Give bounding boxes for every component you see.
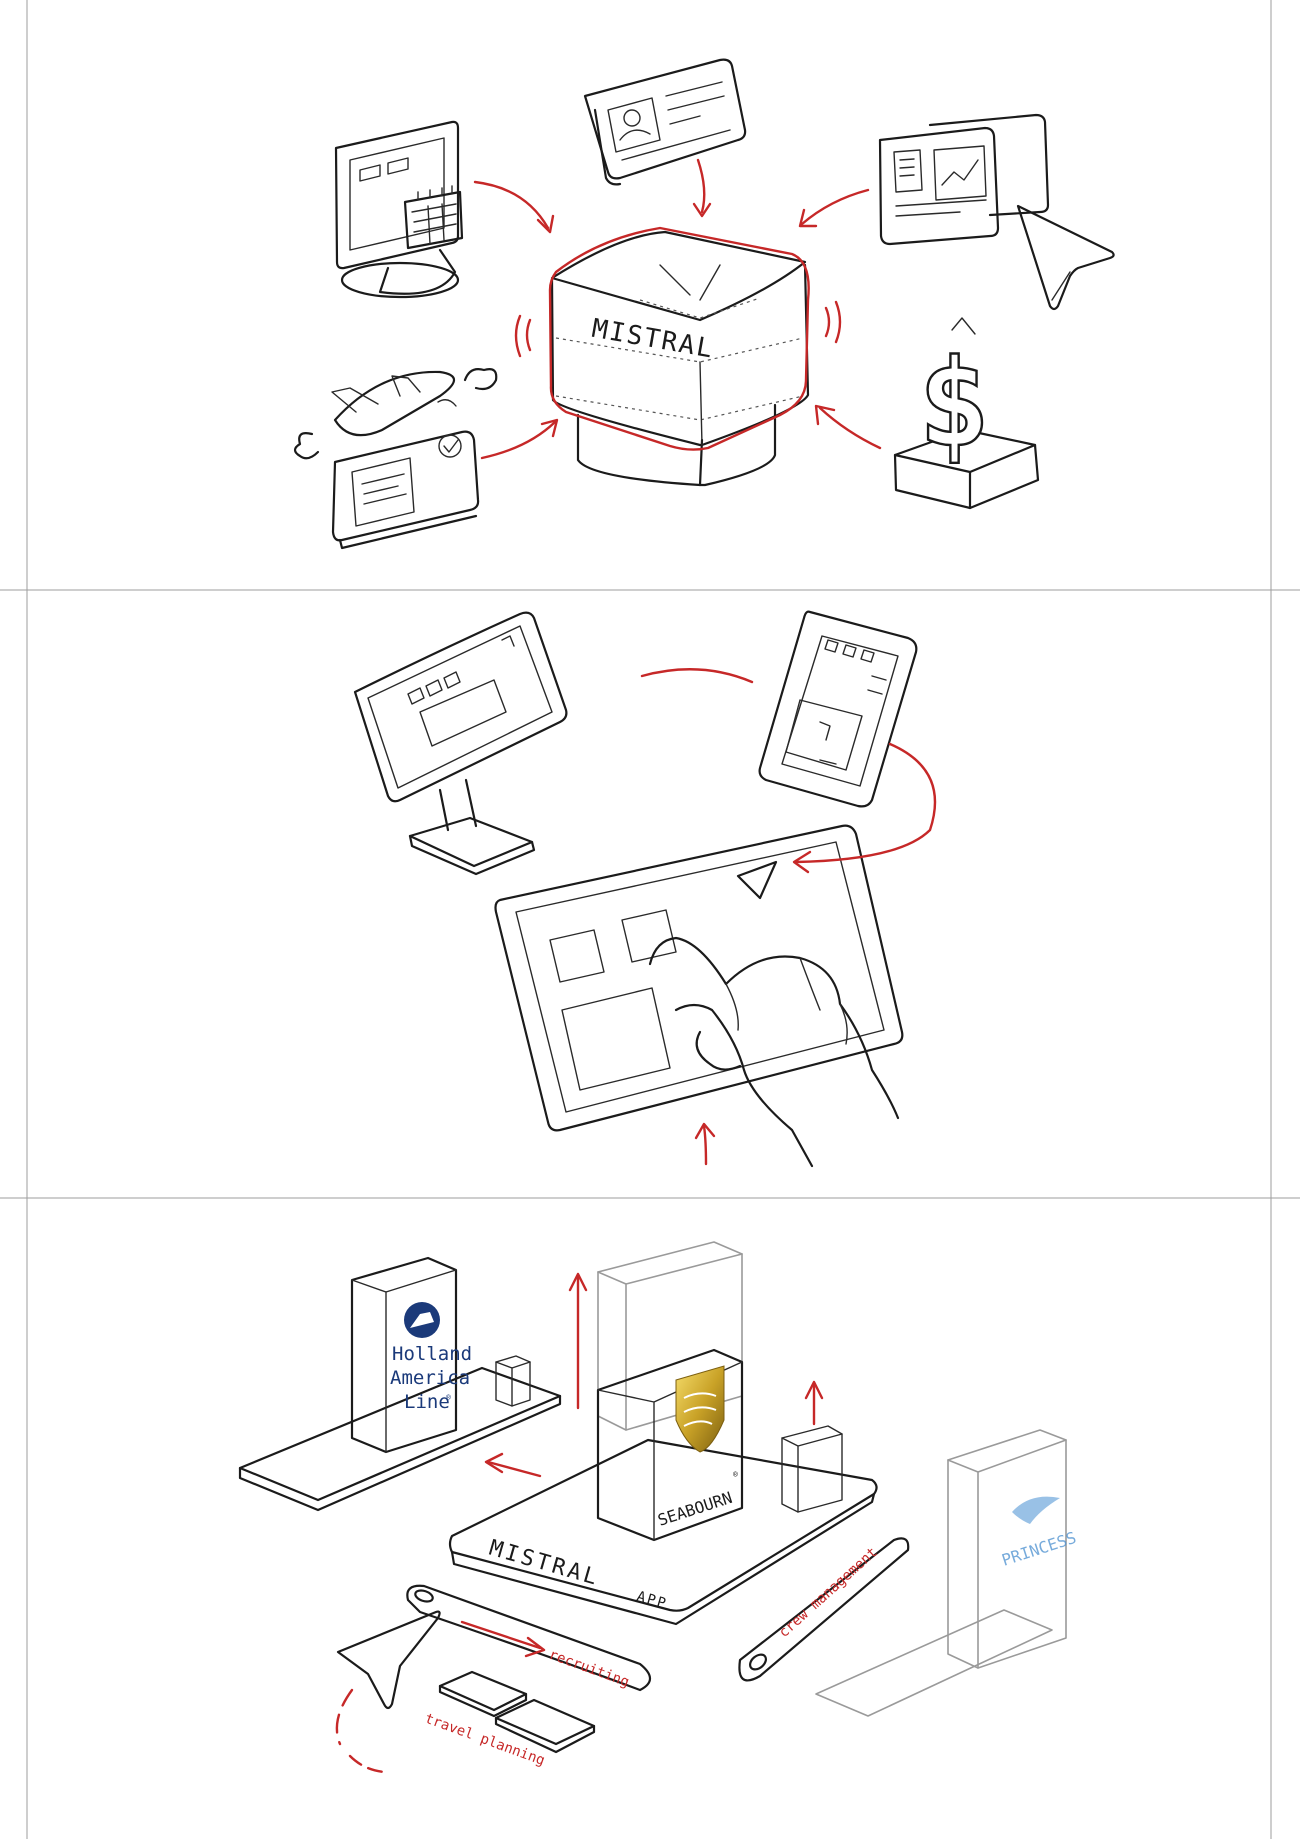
- hal-registered-mark: ®: [446, 1393, 451, 1402]
- panel-3-flow-arrows: [335, 1272, 824, 1774]
- seabourn-registered-mark: ®: [733, 1470, 738, 1479]
- id-card-icon: [583, 58, 747, 186]
- panel-2-multi-device: [353, 610, 937, 1168]
- platform-label: MISTRAL: [486, 1536, 602, 1591]
- hub-label: MISTRAL: [590, 314, 717, 365]
- travel-planning-module[interactable]: travel planning: [423, 1670, 596, 1769]
- mistral-hub-cube: MISTRAL: [514, 226, 842, 487]
- dashboard-cursor-icon: [878, 113, 1115, 311]
- desktop-calendar-icon: [334, 120, 464, 299]
- recruiting-label: recruiting: [547, 1647, 632, 1691]
- desktop-monitor-icon: [353, 611, 568, 876]
- crew-management-label: crew management: [776, 1544, 881, 1640]
- hal-wordmark-3: Line: [404, 1391, 450, 1413]
- panel-1-integration-hub: MISTRAL: [293, 58, 1115, 550]
- princess-logo-icon: [1012, 1496, 1060, 1524]
- smartphone-icon: [758, 610, 918, 808]
- hand-icon: [648, 936, 900, 1168]
- hal-wordmark-2: America: [390, 1367, 470, 1389]
- dollar-icon: $: [893, 317, 1040, 510]
- platform-sublabel: APP: [635, 1588, 669, 1612]
- mistral-app-platform: MISTRAL APP SEABOURN ®: [448, 1241, 878, 1626]
- panel-2-sync-arrows: [640, 668, 937, 1166]
- hal-platform: Holland America Line ®: [238, 1256, 562, 1512]
- panel-3-brand-platform: Holland America Line ® MISTRAL APP SEABO…: [238, 1241, 1079, 1774]
- tablet-touch-icon: [494, 824, 904, 1132]
- hal-wordmark-1: Holland: [392, 1343, 472, 1365]
- seabourn-wordmark: SEABOURN: [655, 1488, 734, 1530]
- panel-1-flow-arrows: [473, 158, 882, 460]
- cursor-arrow-icon: [336, 1610, 441, 1710]
- seabourn-logo-icon: [675, 1365, 725, 1453]
- airplane-document-icon: [293, 368, 498, 550]
- dollar-sign: $: [918, 335, 990, 474]
